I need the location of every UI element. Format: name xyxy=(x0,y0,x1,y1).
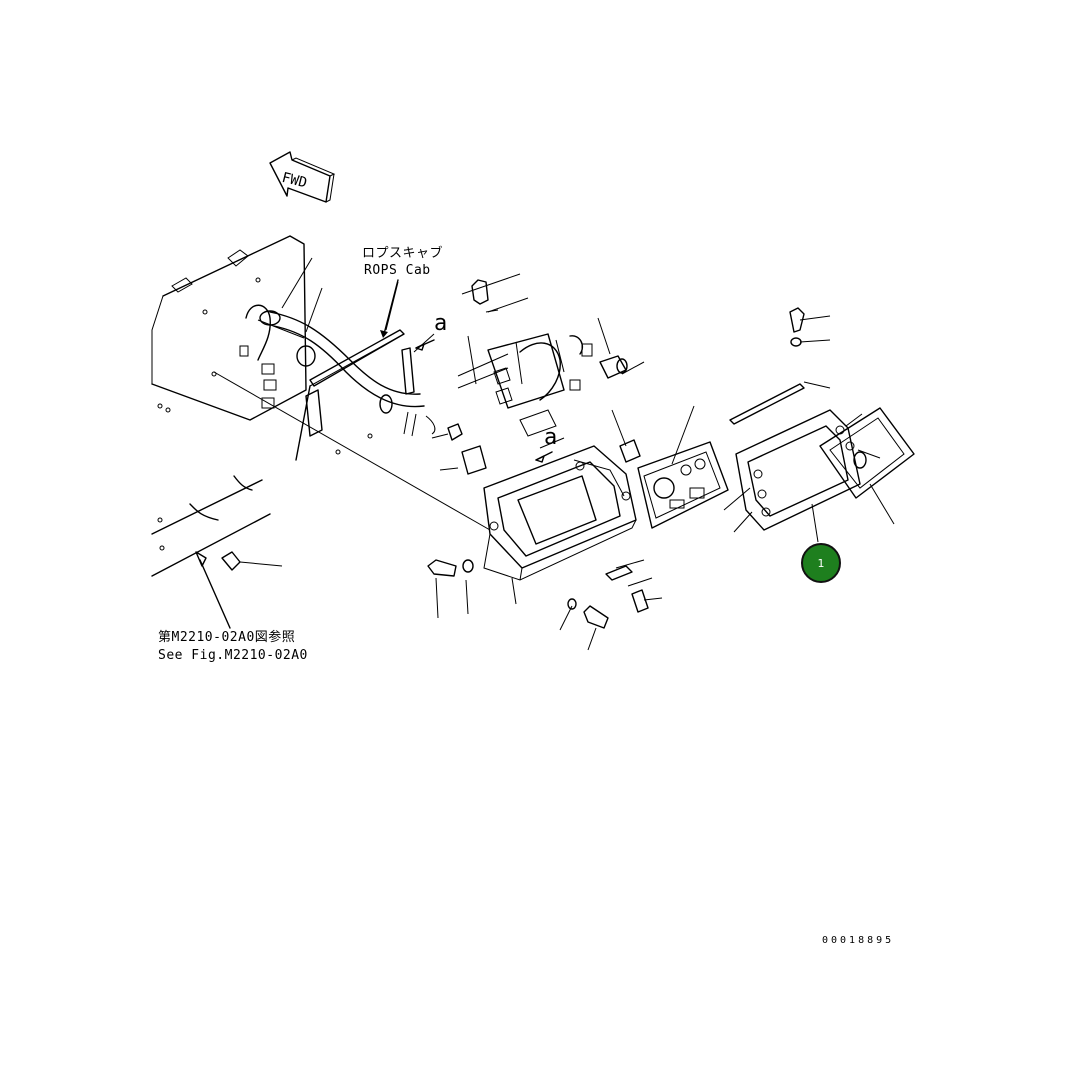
rops-label-en: ROPS Cab xyxy=(364,263,431,278)
callout-1[interactable]: 1 xyxy=(801,543,841,583)
cover-assembly xyxy=(735,407,915,531)
fwd-text: FWD xyxy=(280,170,308,192)
rops-arrowhead xyxy=(380,330,388,338)
gauge-panel xyxy=(637,441,729,529)
reference-label-en: See Fig.M2210-02A0 xyxy=(158,648,308,663)
fwd-arrow-icon: FWD xyxy=(269,151,336,203)
rops-leader xyxy=(383,279,399,335)
console-housing xyxy=(483,445,637,581)
rops-label-jp: ロプスキャブ xyxy=(362,246,444,261)
clip-parts xyxy=(447,423,641,475)
bolt-lower-left xyxy=(427,559,474,577)
leader-lines xyxy=(213,257,895,651)
svg-text:a: a xyxy=(544,425,557,450)
wire-harness xyxy=(269,311,436,437)
bolt-lower-right xyxy=(567,565,649,629)
bolt-upper xyxy=(471,279,499,313)
svg-text:a: a xyxy=(434,311,447,336)
lower-plate xyxy=(151,475,271,629)
view-arrow-a-1: a xyxy=(415,311,447,351)
view-arrow-a-2: a xyxy=(535,425,557,463)
screw-upper-right xyxy=(729,307,805,425)
drawing-number: 00018895 xyxy=(822,935,895,946)
connector-harness xyxy=(457,333,628,437)
cab-floor-panel xyxy=(151,235,373,455)
reference-label-jp: 第M2210-02A0図参照 xyxy=(158,630,296,645)
